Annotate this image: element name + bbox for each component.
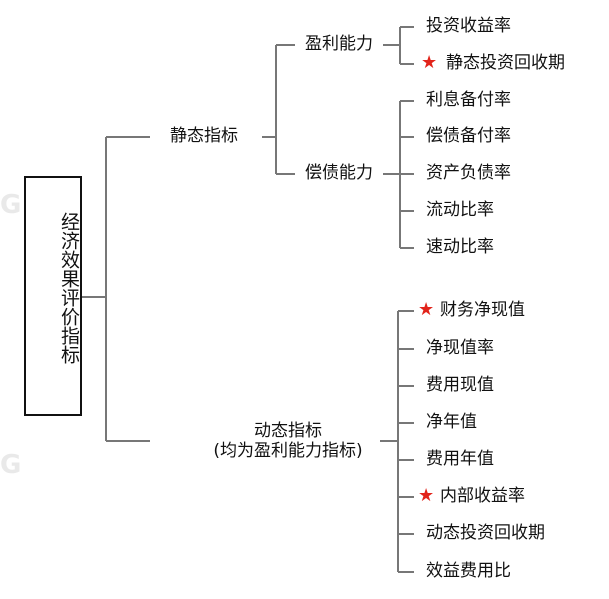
solvency-item: 流动比率 [426,200,494,220]
dynamic-item: 费用年值 [426,449,494,469]
dynamic-label-line1: 动态指标 [254,421,322,441]
dynamic-item: 财务净现值 [440,300,525,320]
profit-item: 静态投资回收期 [446,53,565,73]
key-star-icon: ★ [418,299,435,320]
dynamic-item: 净现值率 [426,338,494,358]
key-star-icon: ★ [418,485,435,506]
solvency-ability-label: 偿债能力 [305,163,373,183]
static-indicators-label: 静态指标 [170,126,238,146]
solvency-item: 偿债备付率 [426,126,511,146]
solvency-item: 速动比率 [426,237,494,257]
solvency-item: 利息备付率 [426,90,511,110]
solvency-item: 资产负债率 [426,163,511,183]
key-star-icon: ★ [421,52,438,73]
root-label: 经济效果评价指标 [58,212,80,364]
dynamic-item: 费用现值 [426,375,494,395]
dynamic-item: 净年值 [426,412,477,432]
dynamic-item: 效益费用比 [426,561,511,581]
dynamic-indicators-label: 动态指标 (均为盈利能力指标) [196,421,380,462]
dynamic-item: 内部收益率 [440,486,525,506]
dynamic-item: 动态投资回收期 [426,523,545,543]
dynamic-label-line2: (均为盈利能力指标) [213,441,363,462]
root-box: 经济效果评价指标 [24,176,82,416]
profit-ability-label: 盈利能力 [305,34,373,54]
profit-item: 投资收益率 [426,16,511,36]
